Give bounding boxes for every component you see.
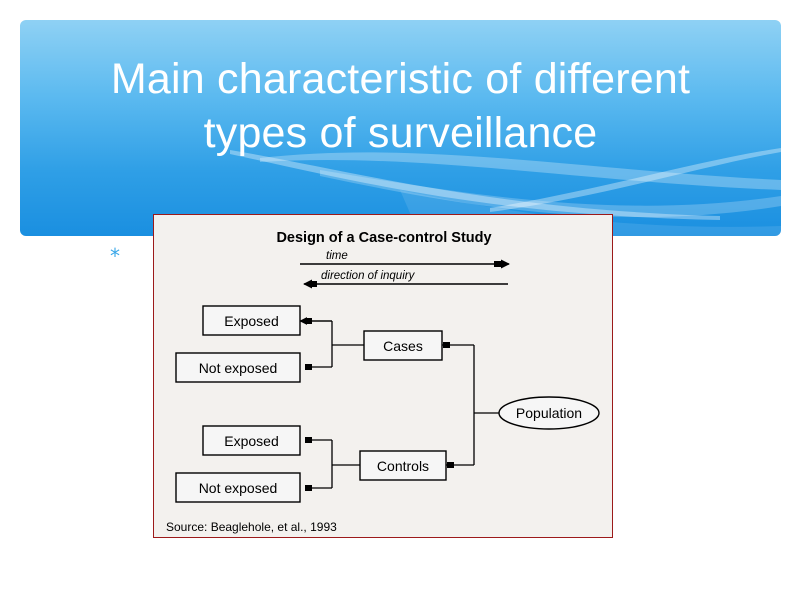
population-label: Population xyxy=(516,405,582,421)
bullet-marker: * xyxy=(110,244,120,268)
slide-title: Main characteristic of different types o… xyxy=(20,52,781,160)
population-node xyxy=(498,396,600,430)
connector-head-block xyxy=(447,462,454,468)
exposed-label-1: Exposed xyxy=(224,313,278,329)
diagram-title: Design of a Case-control Study xyxy=(276,230,491,246)
time-label: time xyxy=(326,250,348,262)
connector-head-block xyxy=(305,364,312,370)
cases-label: Cases xyxy=(383,338,423,354)
connector-head-block xyxy=(305,437,312,443)
slide-title-line-1: Main characteristic of different xyxy=(110,55,691,103)
inquiry-arrow-head-block xyxy=(309,281,317,287)
slide-title-line-2: types of surveillance xyxy=(203,109,598,157)
not-exposed-label-2: Not exposed xyxy=(199,480,278,496)
title-banner: Main characteristic of different types o… xyxy=(20,20,781,236)
exposed-box-2 xyxy=(202,425,301,456)
inquiry-label: direction of inquiry xyxy=(321,270,416,282)
case-control-diagram: Design of a Case-control Study time dire… xyxy=(153,214,613,538)
not-exposed-box-1 xyxy=(175,352,301,383)
diagram-canvas: Design of a Case-control Study time dire… xyxy=(166,230,600,534)
source-citation: Source: Beaglehole, et al., 1993 xyxy=(166,520,337,534)
not-exposed-label-1: Not exposed xyxy=(199,360,278,376)
not-exposed-box-2 xyxy=(175,472,301,503)
connector-head-block xyxy=(305,318,312,324)
connector-head-block xyxy=(305,485,312,491)
cases-box xyxy=(363,330,443,361)
controls-label: Controls xyxy=(377,458,429,474)
exposed-box-1 xyxy=(202,305,301,336)
controls-box xyxy=(359,450,447,481)
time-arrow-head-block xyxy=(494,261,502,267)
connector-head-block xyxy=(443,342,450,348)
exposed-label-2: Exposed xyxy=(224,433,278,449)
